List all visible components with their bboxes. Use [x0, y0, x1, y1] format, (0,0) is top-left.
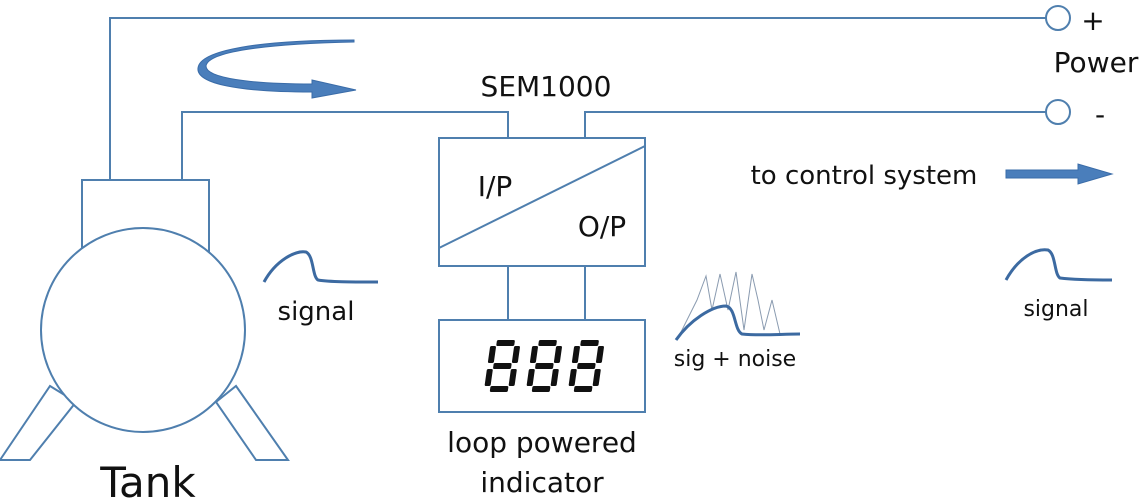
tank-label: Tank: [99, 458, 196, 502]
output-signal-label: signal: [1023, 297, 1088, 322]
noise-spikes-icon: [679, 271, 781, 335]
indicator-box[interactable]: [438, 319, 646, 413]
indicator-label-line1: loop powered: [447, 426, 637, 459]
converter-sem1000: SEM1000 I/P O/P: [438, 70, 646, 267]
converter-title: SEM1000: [481, 70, 612, 103]
minus-sign: -: [1095, 98, 1105, 131]
indicator-label-line2: indicator: [480, 466, 604, 499]
noisy-signal-label: sig + noise: [674, 347, 796, 372]
segment-middle: [493, 363, 512, 369]
segment-lower-left: [526, 369, 535, 386]
segment-lower-right: [550, 369, 559, 386]
output-label: O/P: [578, 210, 626, 243]
plus-terminal[interactable]: [1045, 5, 1071, 31]
segment-middle: [577, 363, 596, 369]
segment-lower-right: [592, 369, 601, 386]
tank-right-leg: [214, 384, 290, 461]
power-plus-wire: [109, 17, 1046, 180]
plus-sign: +: [1081, 4, 1104, 37]
output-signal: signal: [1004, 248, 1113, 322]
tank-body[interactable]: [40, 227, 246, 433]
converter-diagonal: [438, 145, 646, 249]
seven-segment-display: [484, 340, 604, 392]
segment-top: [496, 340, 515, 346]
loop-powered-indicator: loop powered indicator: [438, 319, 646, 499]
output-label: to control system: [751, 161, 978, 191]
segment-top: [580, 340, 599, 346]
tank-left-leg: [0, 384, 78, 461]
segment-middle: [535, 363, 554, 369]
segment-upper-right: [553, 346, 562, 363]
noisy-signal: sig + noise: [674, 271, 801, 372]
segment-upper-right: [595, 346, 604, 363]
converter-box[interactable]: [438, 137, 646, 267]
power-minus-wire: [584, 111, 1046, 138]
minus-terminal[interactable]: [1045, 99, 1071, 125]
input-label: I/P: [478, 170, 513, 203]
circulation-arrow-icon: [197, 39, 357, 99]
display-digit: [568, 340, 604, 392]
output-signal-waveform-icon: [1004, 248, 1113, 282]
segment-lower-right: [508, 369, 517, 386]
segment-upper-right: [511, 346, 520, 363]
segment-bottom: [489, 386, 509, 392]
tank-signal-label: signal: [278, 297, 355, 327]
output-to-control-system: to control system: [751, 161, 1114, 191]
noisy-signal-waveform-icon: [674, 304, 801, 341]
segment-lower-left: [484, 369, 493, 386]
right-arrow-icon: [1005, 163, 1114, 185]
display-digit: [526, 340, 562, 392]
segment-top: [538, 340, 557, 346]
segment-bottom: [573, 386, 593, 392]
tank: Tank: [0, 179, 290, 502]
segment-upper-left: [529, 346, 538, 363]
segment-lower-left: [568, 369, 577, 386]
wiring: [109, 17, 1046, 320]
tank-signal: signal: [262, 250, 379, 327]
power-terminals: + Power -: [1045, 4, 1139, 131]
signal-input-wire: [181, 111, 509, 180]
display-digit: [484, 340, 520, 392]
segment-bottom: [531, 386, 551, 392]
power-label: Power: [1054, 46, 1139, 79]
segment-upper-left: [487, 346, 496, 363]
segment-upper-left: [571, 346, 580, 363]
signal-waveform-icon: [262, 250, 379, 284]
